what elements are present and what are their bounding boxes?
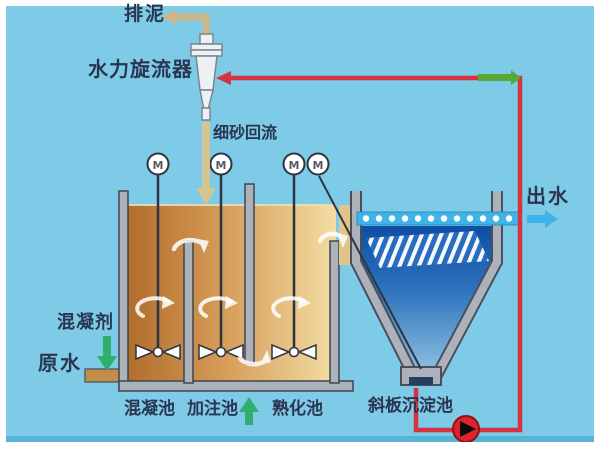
svg-text:M: M [216,159,227,172]
label-fine-sand-return: 细砂回流 [213,123,278,142]
green-flow-mark [478,74,512,81]
inclined-plates [366,231,489,268]
flow-arrows [171,231,348,367]
recirculation-arrow-icon [216,71,231,85]
mixing-tank-walls [118,183,354,392]
sludge-arrow-icon [162,9,177,25]
label-raw-water: 原水 [38,351,82,375]
dosing-arrow-icon [239,397,259,425]
effluent-arrow-icon [527,210,558,228]
svg-text:M: M [289,159,300,172]
label-tank-dosing: 加注池 [187,399,238,419]
recirculation-line [216,70,523,433]
mixer-2: M [198,152,244,361]
scraper-shaft [318,175,422,370]
mixer-3: M [271,152,317,361]
raw-water-inlet-pipe [84,368,123,383]
svg-text:M: M [153,159,164,172]
tank-water [124,204,336,385]
mixer-1: M [135,152,181,361]
motor-icon [146,152,170,176]
sand-return-arrow [196,122,216,205]
label-tank-maturation: 熟化池 [272,399,323,419]
label-tank-clarifier: 斜板沉淀池 [368,396,453,416]
label-hydrocyclone: 水力旋流器 [88,57,193,81]
pump-icon [452,415,480,443]
clarifier-motor: M [306,152,330,176]
coagulant-arrow-icon [97,336,117,371]
effluent-pipe [356,211,520,226]
motor-icon [282,152,306,176]
hydrocyclone-device [190,33,223,121]
label-effluent: 出水 [526,184,570,208]
svg-text:M: M [313,159,324,172]
label-tank-coagulation: 混凝池 [124,399,175,419]
motor-icon [209,152,233,176]
label-coagulant: 混凝剂 [57,312,114,333]
label-sludge-discharge: 排泥 [124,3,167,25]
motor-icon [306,152,330,176]
